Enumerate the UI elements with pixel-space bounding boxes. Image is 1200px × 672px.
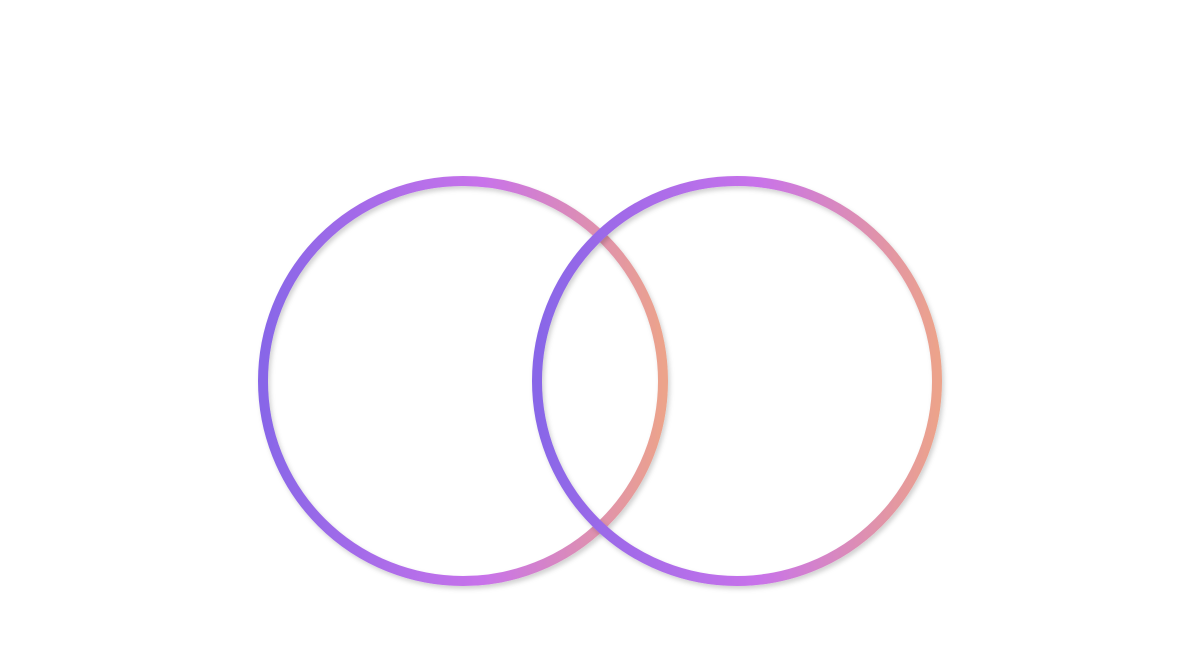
set-a-circle [258,176,668,586]
set-b-circle [532,176,942,586]
